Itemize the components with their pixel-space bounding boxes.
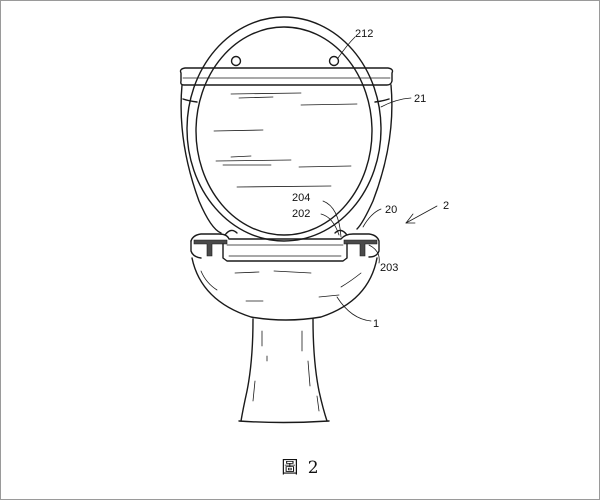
leader-lines xyxy=(320,36,438,322)
label-204: 204 xyxy=(292,192,310,204)
hinge-hole-left xyxy=(230,55,242,67)
seat-section xyxy=(190,229,380,262)
pedestal xyxy=(238,318,330,424)
label-202: 202 xyxy=(292,208,310,220)
label-212: 212 xyxy=(355,28,373,40)
label-1: 1 xyxy=(373,318,379,330)
label-2: 2 xyxy=(443,200,449,212)
label-20: 20 xyxy=(385,204,397,216)
tank-outline xyxy=(179,67,394,234)
bowl xyxy=(191,257,378,321)
label-203: 203 xyxy=(380,262,398,274)
label-21: 21 xyxy=(414,93,426,105)
figure-caption: 圖 2 xyxy=(281,458,321,478)
reference-labels: 212 21 204 202 20 2 203 1 xyxy=(292,28,449,330)
hinge-hole-right xyxy=(328,55,340,67)
lid xyxy=(186,16,382,242)
